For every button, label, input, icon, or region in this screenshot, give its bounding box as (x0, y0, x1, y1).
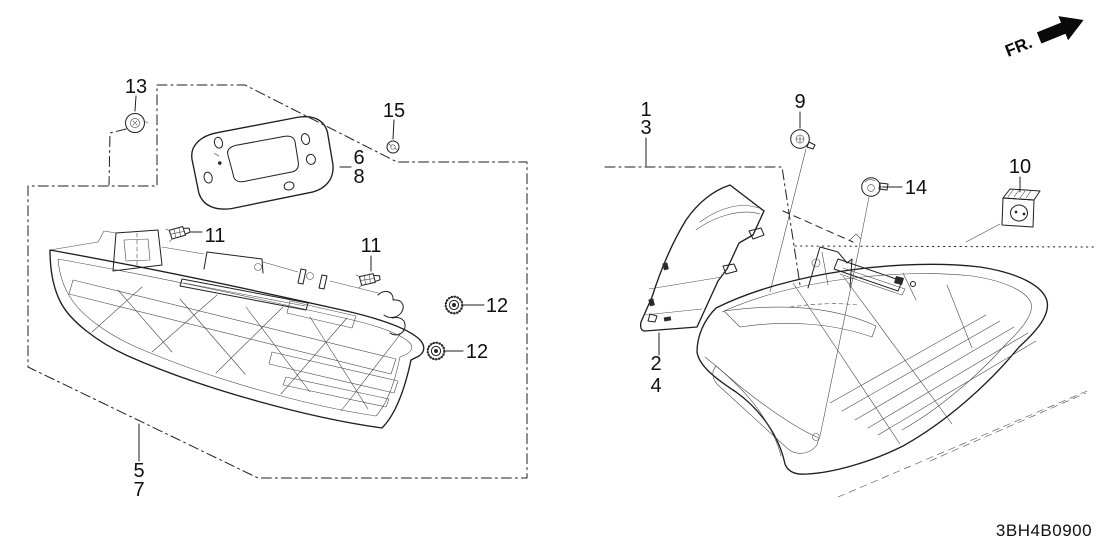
screw-9-group (769, 111, 816, 293)
callout-2-label: 2 (650, 353, 661, 375)
bolt-13-group (108, 95, 149, 186)
bolt-icon (125, 113, 149, 133)
callout-11b-label: 11 (361, 235, 382, 257)
callout-12a-label: 12 (486, 295, 508, 317)
callout-12b-label: 12 (466, 341, 488, 363)
grommet-icon (444, 295, 464, 315)
grommet-icon (426, 341, 446, 361)
inner-lamp-boundary (27, 84, 528, 479)
gasket-drawing (190, 115, 352, 210)
bulb-icon (165, 226, 191, 242)
callout-11a-label: 11 (205, 225, 226, 247)
diagram-code: 3BH4B0900 (996, 521, 1092, 540)
grommet-14-group (819, 177, 903, 437)
inner-taillight-drawing (49, 229, 425, 429)
callout-10-label: 10 (1009, 156, 1031, 178)
callout-6-label: 6 (353, 147, 364, 169)
outer-taillight-drawing (696, 233, 1049, 475)
fr-arrow-icon (1036, 16, 1084, 44)
clip-icon (386, 140, 400, 154)
callout-5-label: 5 (133, 460, 144, 482)
grommet-12a-group (444, 295, 485, 315)
socket-icon (1001, 188, 1041, 228)
callout-4-label: 4 (650, 375, 661, 397)
grommet-icon (861, 177, 889, 197)
callout-14-label: 14 (905, 177, 927, 199)
callout-7-label: 7 (133, 479, 144, 501)
callout-3-label: 3 (640, 117, 651, 139)
fr-direction-group: FR. (1002, 16, 1084, 61)
callout-15-label: 15 (383, 100, 405, 122)
grommet-12b-group (426, 341, 464, 361)
outer-lamp-boundary (604, 166, 1095, 498)
bulb-icon (355, 273, 381, 289)
garnish-bracket-drawing (639, 184, 765, 356)
callout-1-label: 1 (640, 99, 651, 121)
callout-13-label: 13 (125, 76, 147, 98)
screw-icon (790, 129, 816, 150)
bulb-11b-group (355, 255, 381, 289)
callout-8-label: 8 (353, 166, 364, 188)
fr-direction-label: FR. (1002, 33, 1035, 61)
socket-10-group (965, 176, 1041, 243)
clip-15-group (386, 119, 400, 154)
callout-9-label: 9 (794, 91, 805, 113)
bulb-11a-group (165, 226, 203, 242)
